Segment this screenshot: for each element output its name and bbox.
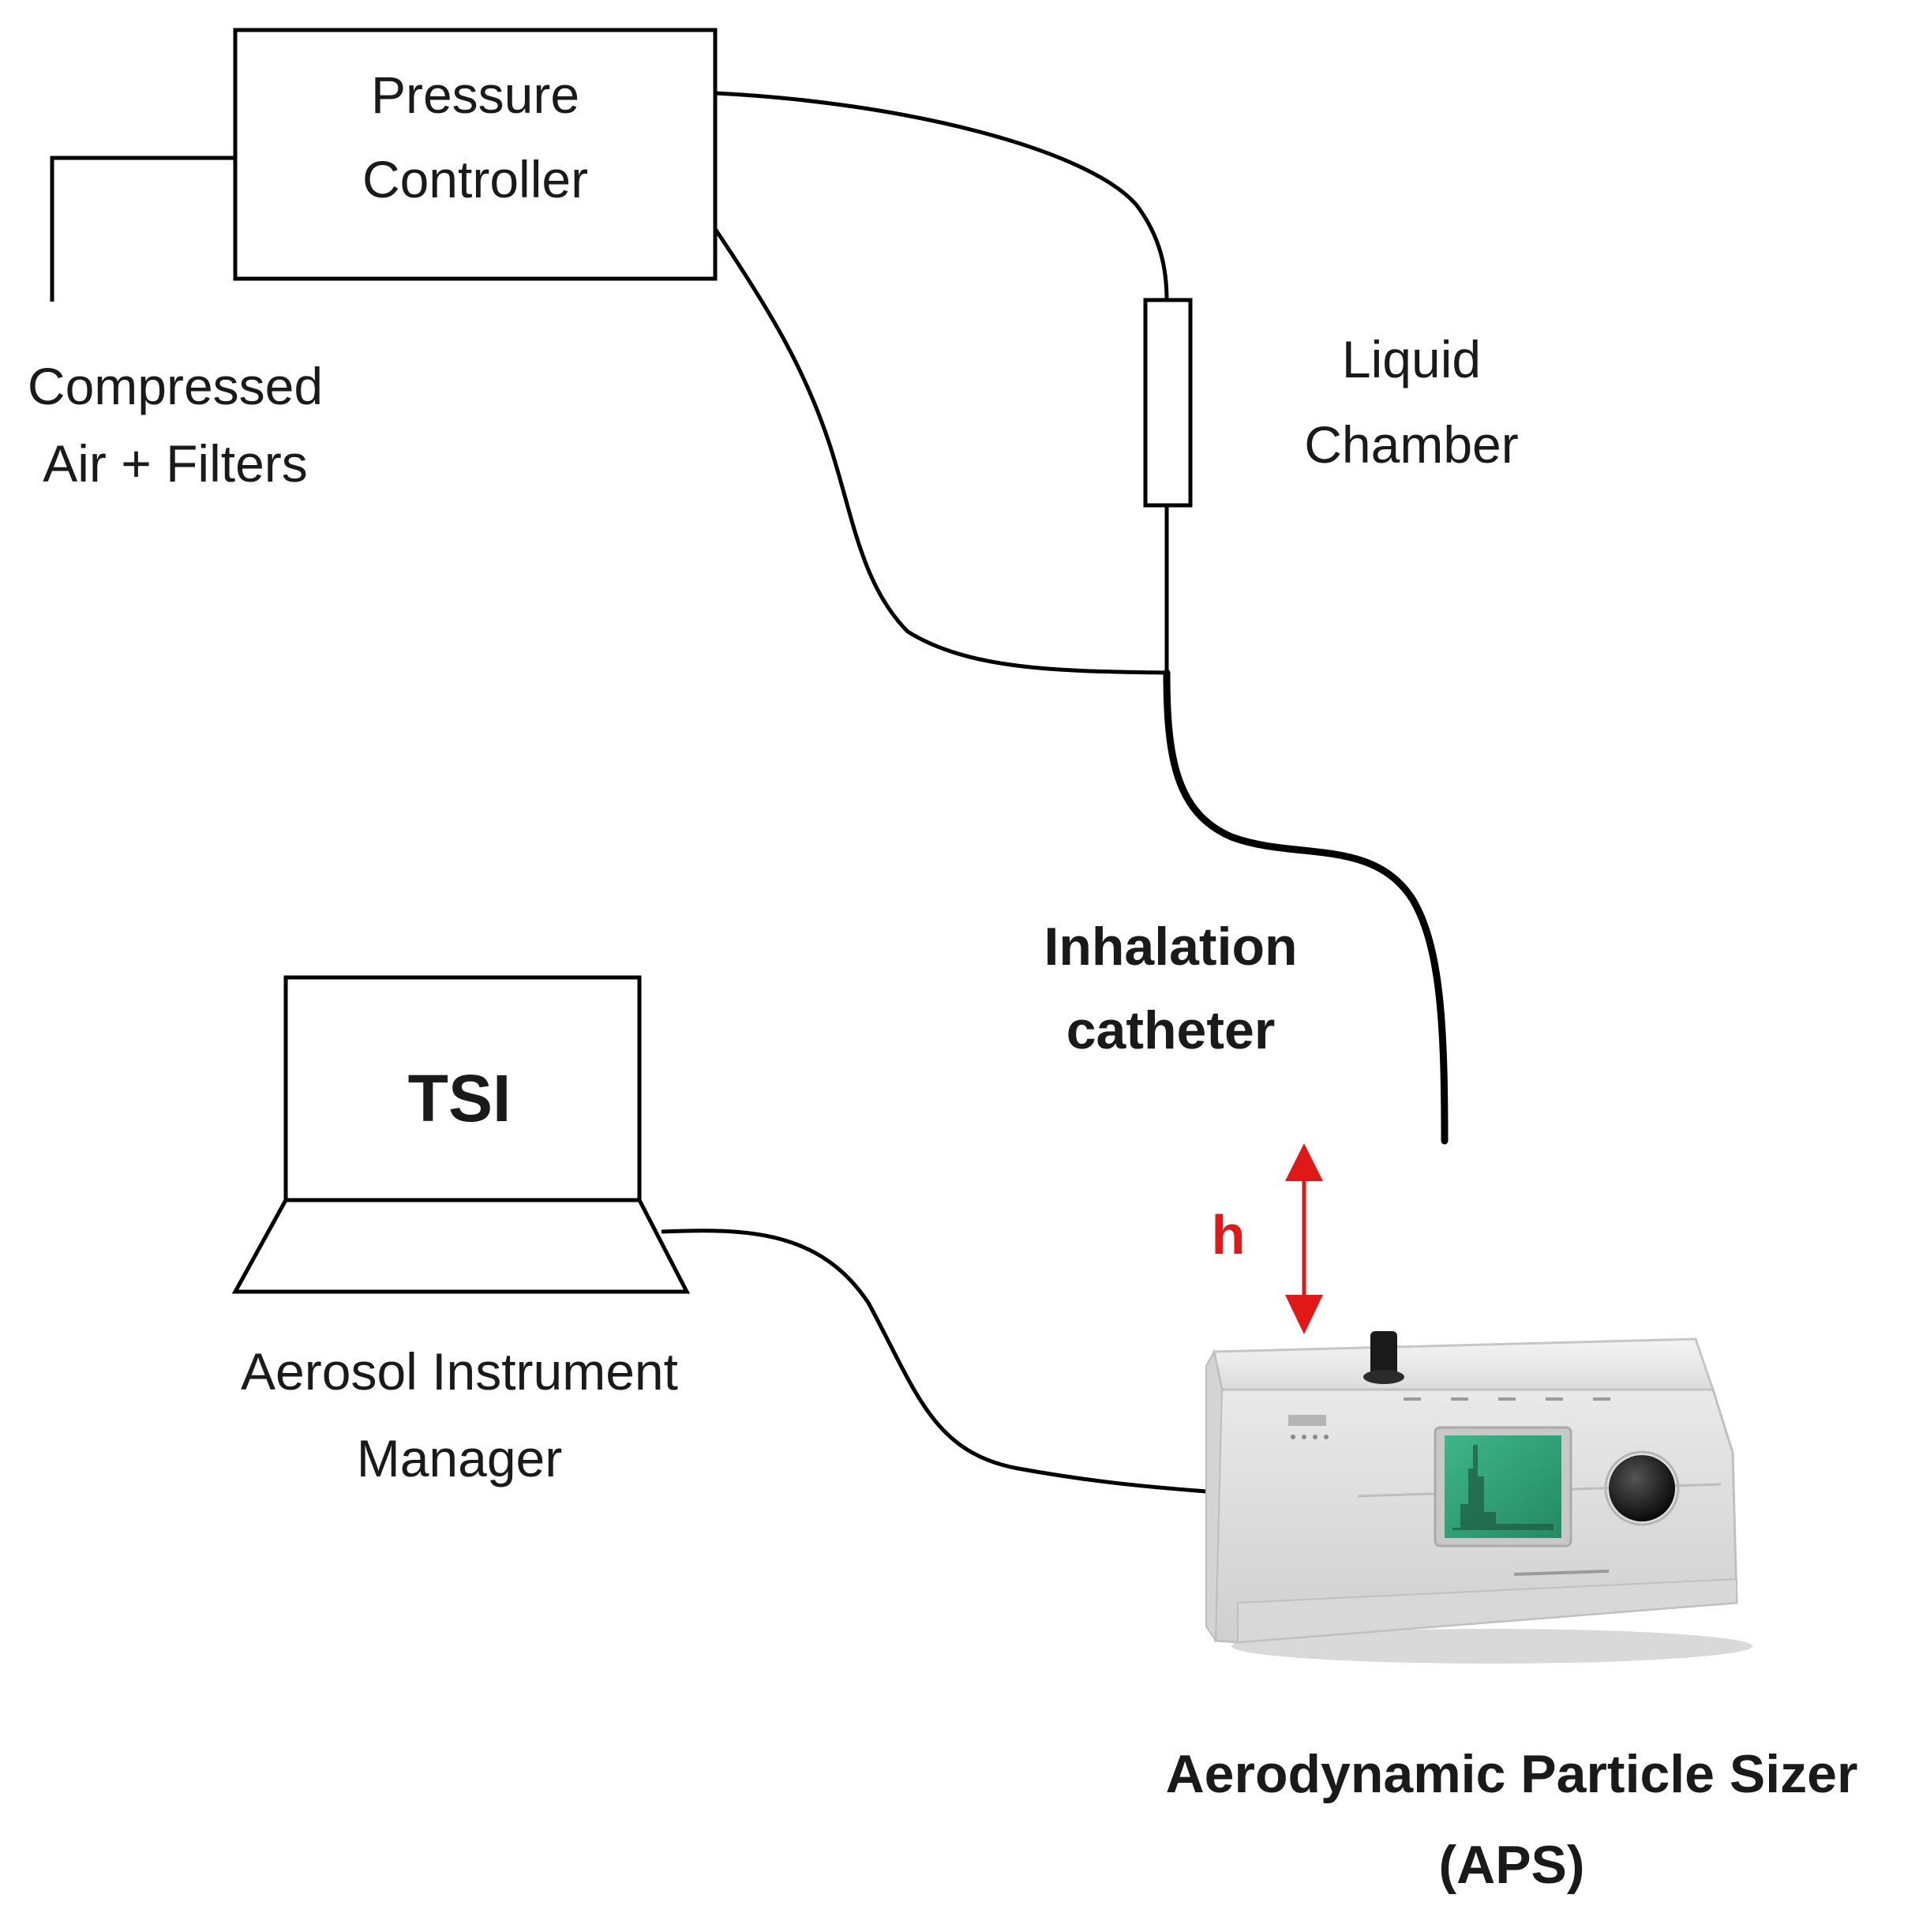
aps-label-line2: (APS)	[1438, 1835, 1584, 1895]
laptop-keyboard-base	[231, 1198, 691, 1294]
model-text-line	[1513, 1570, 1610, 1576]
compressed-air-label-line2: Air + Filters	[43, 434, 308, 493]
liquid-chamber-label-line2: Chamber	[1304, 415, 1518, 474]
inlet-nozzle	[1370, 1331, 1397, 1377]
aim-label-line1: Aerosol Instrument	[241, 1342, 678, 1401]
inhalation-catheter-line	[1163, 669, 1449, 1145]
device-top	[1212, 1337, 1715, 1391]
logo-dots	[1291, 1435, 1329, 1439]
screen-histogram	[1452, 1445, 1554, 1530]
laptop-icon: TSI	[231, 975, 691, 1294]
height-arrow-head-down	[1285, 1295, 1323, 1334]
tsi-logo-mark	[1288, 1415, 1326, 1426]
inhalation-catheter-label-line2: catheter	[1066, 1000, 1276, 1060]
control-knob-ring	[1604, 1450, 1680, 1526]
device-left-panel	[1205, 1349, 1224, 1644]
aps-device	[1205, 1331, 1752, 1664]
compressed-air-line	[50, 156, 235, 302]
height-arrow	[1285, 1143, 1323, 1334]
liquid-chamber-label-line1: Liquid	[1342, 330, 1481, 388]
height-label: h	[1212, 1204, 1246, 1266]
controller-bypass-line	[713, 227, 1168, 675]
device-bottom-rim	[1237, 1577, 1737, 1644]
indicator-row	[1404, 1397, 1610, 1401]
pressure-controller-label-line2: Controller	[362, 150, 588, 208]
control-knob	[1609, 1455, 1675, 1521]
inhalation-catheter-label-line1: Inhalation	[1044, 917, 1297, 977]
controller-to-chamber-line	[714, 91, 1169, 301]
pressure-controller: Pressure Controller	[233, 28, 718, 281]
height-arrow-head-up	[1285, 1143, 1323, 1181]
compressed-air-label-line1: Compressed	[28, 357, 323, 415]
tsi-label: TSI	[408, 1061, 512, 1135]
data-cable	[661, 1229, 1216, 1495]
aps-label-line1: Aerodynamic Particle Sizer	[1166, 1744, 1858, 1804]
laptop-screen	[283, 975, 642, 1202]
pressure-controller-label-line1: Pressure	[371, 66, 579, 124]
aim-label-line2: Manager	[357, 1429, 563, 1487]
inlet-nozzle-base	[1363, 1370, 1404, 1384]
device-shadow	[1231, 1629, 1752, 1664]
liquid-chamber-box	[1143, 298, 1193, 508]
pressure-controller-box	[233, 28, 718, 281]
